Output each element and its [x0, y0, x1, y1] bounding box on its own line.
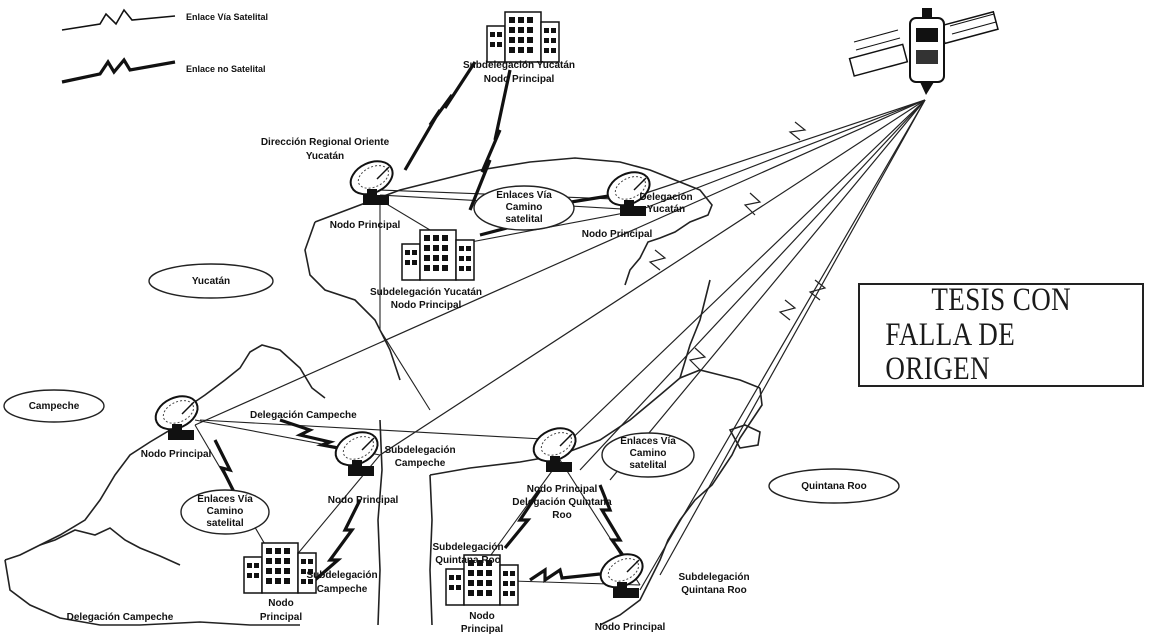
label-yucatan-ellipse-2: Camino	[506, 202, 543, 213]
link-campeche-left	[213, 439, 240, 501]
qroo-north-coast	[429, 369, 761, 476]
qroo-west-border	[429, 474, 433, 626]
sat-link-qroo-2	[579, 99, 926, 471]
qroo-island	[728, 424, 761, 449]
dish-icon-direccion-regional	[344, 153, 399, 206]
label-campeche-ellipse-2: Camino	[207, 506, 244, 517]
label-qroo-dish-left-2: Delegación Quintana	[512, 497, 612, 508]
label-delegacion-campeche-top: Delegación Campeche	[250, 410, 357, 421]
label-qroo-dish-left-1: Nodo Principal	[527, 484, 598, 495]
label-qroo-building-node-2: Principal	[461, 624, 503, 635]
legend-satellite-link-label: Enlace Vía Satelital	[186, 12, 268, 22]
label-sub-qroo-right-1: Subdelegación	[678, 572, 749, 583]
dish-icon-campeche	[149, 388, 204, 441]
label-campeche-dish-left: Nodo Principal	[141, 449, 212, 460]
link-sub-top-to-delegacion	[468, 69, 512, 211]
label-qroo-ellipse-1: Enlaces Vía	[620, 436, 676, 447]
label-yucatan-dish-left: Nodo Principal	[330, 220, 401, 231]
label-campeche-ellipse-3: satelital	[206, 518, 243, 529]
link-qroo-right	[598, 484, 632, 566]
label-direccion-regional-1: Dirección Regional Oriente	[261, 137, 390, 148]
label-yucatan-ellipse-3: satelital	[505, 214, 542, 225]
satellite-links	[194, 99, 926, 591]
label-sub-campeche-dish-1: Subdelegación	[384, 445, 455, 456]
label-region-campeche: Campeche	[29, 401, 80, 412]
campeche-south	[4, 559, 300, 626]
sat-link-qroo-5	[639, 99, 926, 591]
link-campeche-top	[279, 418, 361, 454]
campeche-coast	[4, 411, 181, 561]
legend-non-satellite-link-symbol	[61, 57, 176, 84]
stamp-line-1: TESIS CON	[931, 282, 1071, 319]
label-yucatan-ellipse-1: Enlaces Vía	[496, 190, 552, 201]
dish-icon-qroo-sub	[594, 546, 649, 599]
label-campeche-ellipse-1: Enlaces Vía	[197, 494, 253, 505]
label-delegacion-yucatan-1: Delegación	[639, 192, 692, 203]
building-icon-campeche-sub	[243, 542, 317, 594]
campeche-region-ellipse	[3, 389, 105, 423]
sat-link-qroo-4	[659, 99, 926, 576]
peninsula-north-coast	[179, 344, 326, 413]
qroo-backup-ellipse	[601, 432, 695, 478]
link-qroo-left	[503, 489, 542, 550]
campeche-backup-ellipse	[180, 489, 270, 535]
yucatan-region-ellipse	[148, 263, 274, 299]
label-yucatan-dish-right: Nodo Principal	[582, 229, 653, 240]
building-icon-yucatan-sub-top	[486, 11, 560, 63]
sat-link-sub-campeche	[379, 99, 926, 456]
label-yucatan-sub-top-1: Subdelegación Yucatán	[463, 60, 575, 71]
building-icon-yucatan-sub-bottom	[401, 229, 475, 281]
sat-link-qroo-3	[609, 99, 926, 481]
yucatan-backup-ellipse	[473, 185, 575, 231]
label-region-yucatan: Yucatán	[192, 276, 230, 287]
legend-satellite-link-symbol	[61, 8, 176, 31]
campeche-east-border	[377, 419, 383, 626]
yucatan-west-border	[304, 221, 401, 381]
label-sub-qroo-left-2: Quintana Roo	[435, 555, 501, 566]
label-sub-campeche-building-1: Subdelegación	[306, 570, 377, 581]
label-sub-qroo-left-1: Subdelegación	[432, 542, 503, 553]
qroo-region-ellipse	[768, 468, 900, 504]
label-direccion-regional-2: Yucatán	[306, 151, 344, 162]
label-yucatan-sub-bottom-2: Nodo Principal	[391, 300, 462, 311]
label-qroo-ellipse-3: satelital	[629, 460, 666, 471]
legend: Enlace Vía Satelital Enlace no Satelital	[61, 8, 268, 84]
label-yucatan-sub-bottom-1: Subdelegación Yucatán	[370, 287, 482, 298]
label-campeche-dish-mid: Nodo Principal	[328, 495, 399, 506]
label-campeche-building-node-2: Principal	[260, 612, 302, 623]
label-qroo-ellipse-2: Camino	[630, 448, 667, 459]
label-qroo-dish-left-3: Roo	[552, 510, 571, 521]
legend-non-satellite-link-label: Enlace no Satelital	[186, 64, 266, 74]
label-delegacion-campeche-bottom: Delegación Campeche	[67, 612, 174, 623]
tesis-stamp: TESIS CON FALLA DE ORIGEN	[858, 283, 1144, 387]
sat-link-campeche	[194, 99, 926, 426]
label-campeche-building-node-1: Nodo	[268, 598, 294, 609]
label-region-quintana-roo: Quintana Roo	[801, 481, 867, 492]
backup-ellipses	[3, 185, 900, 535]
stamp-line-2: FALLA DE ORIGEN	[885, 316, 1016, 388]
link-campeche-right	[313, 499, 362, 582]
sat-link-qroo-1	[559, 99, 926, 451]
link-qroo-bottom	[529, 567, 601, 583]
campeche-bay	[39, 527, 181, 566]
yucatan-coastline	[314, 157, 713, 286]
label-qroo-dish-right: Nodo Principal	[595, 622, 666, 633]
dish-icon-qroo-delegacion	[527, 420, 582, 473]
link-dir-regional-to-sub-top	[403, 61, 477, 171]
label-yucatan-sub-top-2: Nodo Principal	[484, 74, 555, 85]
qroo-inner-coast	[679, 279, 711, 379]
labels: Subdelegación Yucatán Nodo Principal Dir…	[29, 60, 867, 635]
dish-icon-sub-campeche	[329, 424, 384, 477]
label-qroo-building-node-1: Nodo	[469, 611, 495, 622]
sat-link-yucatan-2	[639, 99, 926, 211]
sat-link-delegacion-yucatan	[639, 99, 926, 196]
label-sub-qroo-right-2: Quintana Roo	[681, 585, 747, 596]
label-delegacion-yucatan-2: Yucatán	[647, 204, 685, 215]
map-outline	[4, 157, 763, 626]
label-sub-campeche-dish-2: Campeche	[395, 458, 446, 469]
label-sub-campeche-building-2: Campeche	[317, 584, 368, 595]
satellite-icon	[848, 8, 999, 95]
